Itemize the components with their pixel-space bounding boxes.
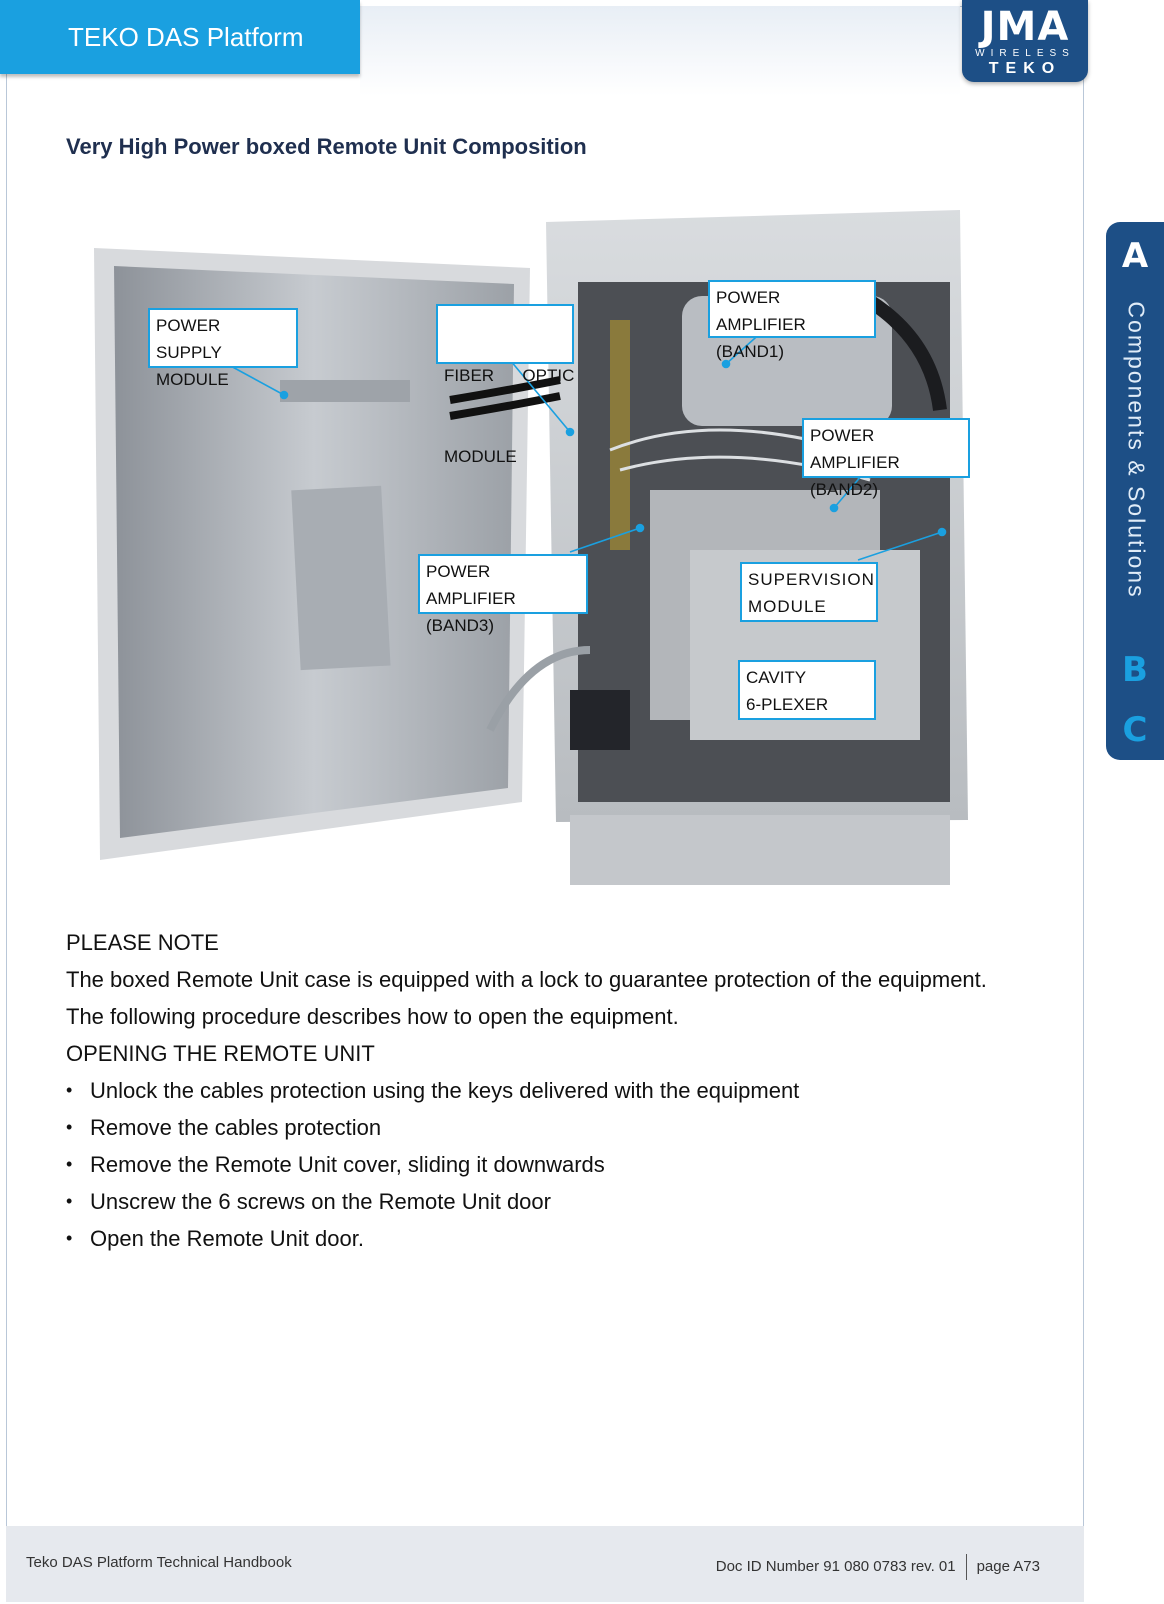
opening-step: Remove the Remote Unit cover, sliding it…	[66, 1146, 1046, 1183]
note-paragraph-2: The following procedure describes how to…	[66, 1004, 679, 1029]
callout-line: (BAND2)	[810, 480, 879, 499]
callout-line: FIBER OPTIC	[444, 366, 575, 385]
callout-power-amplifier-band1: POWER AMPLIFIER (BAND1)	[708, 280, 876, 361]
header-band	[360, 6, 960, 96]
footer-separator	[965, 1554, 967, 1580]
callout-line: MODULE	[156, 370, 229, 389]
callout-supervision-module: SUPERVISION MODULE	[740, 562, 878, 622]
opening-step: Remove the cables protection	[66, 1109, 1046, 1146]
callout-power-amplifier-band3: POWER AMPLIFIER (BAND3)	[418, 554, 588, 635]
side-tab-letter-b: B	[1122, 650, 1148, 690]
callout-power-supply-module: POWER SUPPLY MODULE	[148, 308, 298, 389]
body-text: PLEASE NOTE The boxed Remote Unit case i…	[66, 924, 1046, 1257]
note-heading: PLEASE NOTE	[66, 930, 219, 955]
logo-main: JMA	[980, 4, 1070, 50]
callout-power-amplifier-band2: POWER AMPLIFIER (BAND2)	[802, 418, 970, 499]
page-footer: Teko DAS Platform Technical Handbook Doc…	[6, 1526, 1084, 1602]
callout-line: POWER AMPLIFIER	[716, 288, 806, 334]
side-tab-label-box: Components & Solutions	[1116, 290, 1156, 610]
opening-step: Open the Remote Unit door.	[66, 1220, 1046, 1257]
callout-line: POWER AMPLIFIER	[810, 426, 900, 472]
jma-teko-logo: JMA WIRELESS TEKO	[962, 0, 1088, 82]
logo-sub: WIRELESS	[975, 48, 1075, 59]
remote-unit-photo	[90, 210, 990, 910]
callout-line: POWER AMPLIFIER	[426, 562, 516, 608]
callout-line: 6-PLEXER	[746, 695, 829, 714]
callout-line: (BAND3)	[426, 616, 495, 635]
footer-handbook-title: Teko DAS Platform Technical Handbook	[26, 1554, 292, 1571]
callout-line: SUPERVISION	[748, 570, 875, 589]
callout-line: MODULE	[748, 597, 827, 616]
footer-doc-id: Doc ID Number 91 080 0783 rev. 01	[715, 1557, 956, 1575]
callout-line: CAVITY	[746, 668, 807, 687]
opening-heading: OPENING THE REMOTE UNIT	[66, 1041, 375, 1066]
side-tab-label: Components & Solutions	[1123, 301, 1150, 599]
header-title: TEKO DAS Platform	[0, 0, 360, 74]
footer-page-number: page A73	[976, 1557, 1040, 1575]
opening-step: Unscrew the 6 screws on the Remote Unit …	[66, 1183, 1046, 1220]
section-title: Very High Power boxed Remote Unit Compos…	[66, 134, 587, 159]
opening-steps-list: Unlock the cables protection using the k…	[66, 1072, 1046, 1257]
footer-doc-info: Doc ID Number 91 080 0783 rev. 01 page A7…	[716, 1554, 1040, 1580]
callout-line: MODULE	[444, 447, 517, 466]
callout-line: (BAND1)	[716, 342, 785, 361]
opening-step: Unlock the cables protection using the k…	[66, 1072, 1046, 1109]
remote-unit-illustration	[94, 210, 968, 885]
callout-line: POWER SUPPLY	[156, 316, 222, 362]
section-side-tab: A Components & Solutions B C	[1106, 222, 1164, 760]
side-tab-letter-c: C	[1122, 710, 1148, 750]
logo-brand: TEKO	[988, 60, 1062, 77]
side-tab-letter-a: A	[1121, 236, 1149, 276]
callout-fiber-optic-module: FIBER OPTIC MODULE	[436, 304, 574, 466]
callout-cavity-6-plexer: CAVITY 6-PLEXER	[738, 660, 876, 720]
note-paragraph-1: The boxed Remote Unit case is equipped w…	[66, 967, 987, 992]
